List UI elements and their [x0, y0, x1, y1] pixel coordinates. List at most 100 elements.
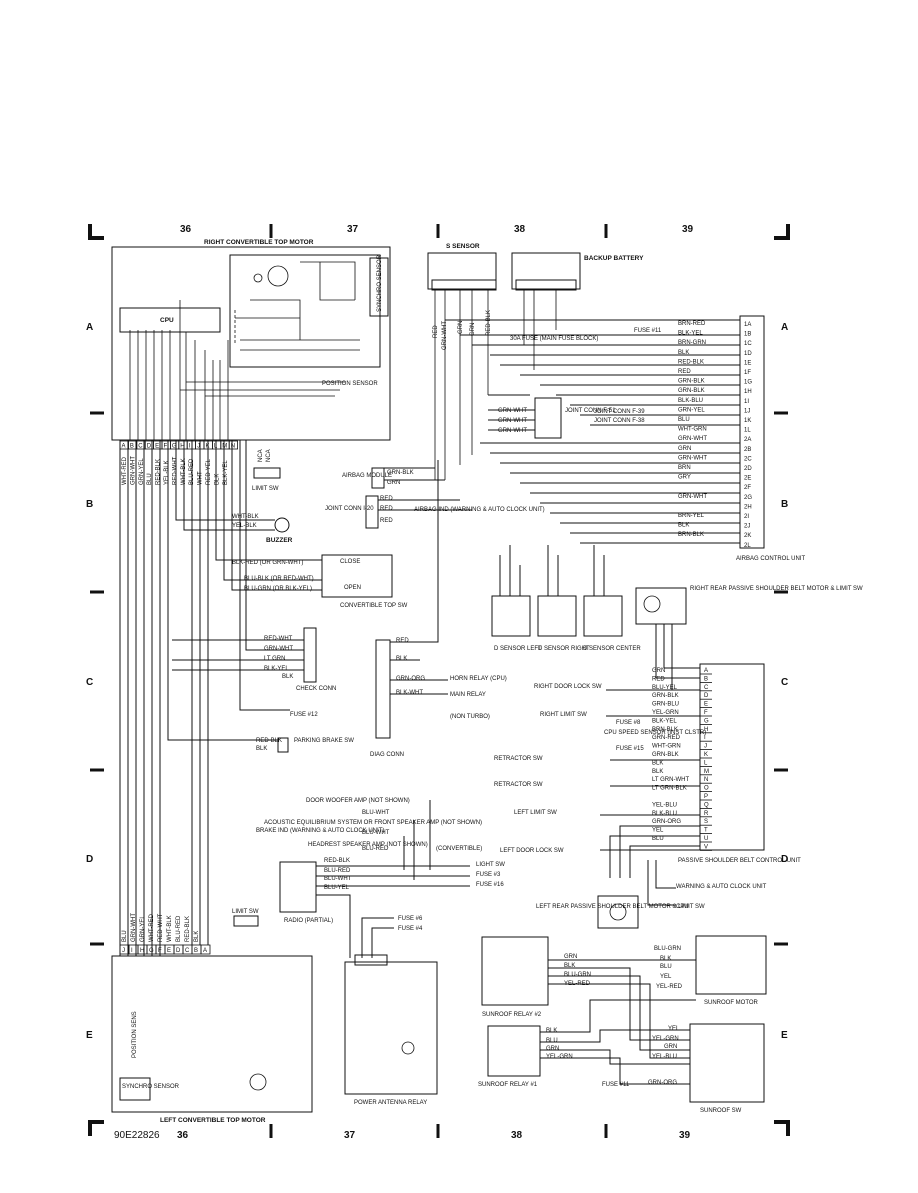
s-sensor: S SENSOR RED GRN-WHT GRN GRN RED-BLK	[427, 243, 497, 480]
passive-pin-label: S	[704, 819, 708, 825]
svg-text:YEL-BLU: YEL-BLU	[652, 1054, 677, 1060]
svg-text:FUSE #16: FUSE #16	[476, 882, 504, 888]
svg-text:HORN RELAY (CPU): HORN RELAY (CPU)	[450, 676, 507, 682]
svg-text:BLU-RED: BLU-RED	[362, 846, 389, 852]
grid-labels: 36 37 38 39 36 37 38 39 A B C D E A B C …	[86, 224, 788, 1141]
svg-text:GRN-WHT: GRN-WHT	[264, 646, 293, 652]
svg-text:GRN: GRN	[546, 1046, 559, 1052]
row-d-right: D	[781, 854, 788, 865]
svg-text:BLU: BLU	[660, 964, 672, 970]
bottom-pin-strip: JBLUIGRN-WHTHGRN-YELGWHT-REDFRED-WHTEWHT…	[119, 913, 211, 955]
svg-text:D SENSOR CENTER: D SENSOR CENTER	[583, 646, 641, 652]
top-pin-label: H	[180, 444, 184, 450]
airbag-wire-color: BLK	[678, 350, 689, 356]
svg-text:BLU-GRN (OR BLK-YEL): BLU-GRN (OR BLK-YEL)	[244, 586, 312, 592]
svg-text:PARKING BRAKE SW: PARKING BRAKE SW	[294, 738, 354, 744]
airbag-pin-label: 1C	[744, 341, 752, 347]
airbag-wire-color: BRN-YEL	[678, 513, 705, 519]
passive-wire-color: BLU-YEL	[652, 685, 678, 691]
airbag-wire-color: RED-BLK	[678, 359, 704, 365]
joint-conn-i20: JOINT CONN I-20 RED RED RED AIRBAG IND (…	[325, 495, 545, 529]
passive-pin-label: L	[704, 760, 708, 766]
airbag-pin-label: 2J	[744, 524, 750, 530]
airbag-pin-label: 2F	[744, 485, 751, 491]
svg-text:FUSE #6: FUSE #6	[398, 916, 423, 922]
passive-pin-label: B	[704, 676, 708, 682]
svg-text:GRN-WHT: GRN-WHT	[442, 321, 448, 350]
svg-text:BLU-WHT: BLU-WHT	[324, 876, 352, 882]
bottom-pin-cell	[200, 944, 211, 955]
top-wire-color: RED-BLK	[156, 459, 162, 485]
airbag-wire-color: GRN-WHT	[678, 494, 707, 500]
passive-pin-label: P	[704, 794, 708, 800]
buzzer: WHT-BLK YEL-BLK BUZZER	[232, 514, 293, 544]
bottom-pin-label: C	[185, 948, 190, 954]
airbag-wire-color: BRN-BLK	[678, 532, 704, 538]
airbag-pin-label: 1E	[744, 360, 751, 366]
airbag-pin-label: 2D	[744, 466, 752, 472]
svg-text:YEL: YEL	[668, 1026, 680, 1032]
svg-text:LEFT CONVERTIBLE TOP MOTOR: LEFT CONVERTIBLE TOP MOTOR	[160, 1117, 266, 1124]
passive-wire-color: WHT-GRN	[652, 744, 681, 750]
svg-text:LEFT LIMIT SW: LEFT LIMIT SW	[514, 810, 557, 816]
position-sensor-label: POSITION SENSOR	[322, 381, 378, 387]
svg-text:GRN-WHT: GRN-WHT	[498, 428, 527, 434]
top-wire-color: WHT	[198, 471, 204, 485]
svg-text:D SENSOR RIGHT: D SENSOR RIGHT	[538, 646, 590, 652]
top-pin-label: F	[164, 444, 168, 450]
check-connector: RED-WHT GRN-WHT LT GRN BLK-YEL BLK CHECK…	[264, 627, 336, 718]
svg-text:BLK: BLK	[546, 1028, 557, 1034]
svg-text:RIGHT LIMIT SW: RIGHT LIMIT SW	[540, 712, 587, 718]
bottom-wire-color: BLK	[194, 931, 200, 942]
passive-wire-color: GRN	[652, 668, 665, 674]
bottom-wire-color: BLU-RED	[176, 915, 182, 942]
svg-text:LEFT REAR PASSIVE SHOULDER BEL: LEFT REAR PASSIVE SHOULDER BELT MOTOR & …	[536, 904, 705, 910]
col-36-bottom: 36	[177, 1130, 189, 1141]
top-wire-color: RED-YEL	[206, 458, 212, 485]
svg-text:BLK: BLK	[564, 963, 575, 969]
top-pin-strip: AWHT-REDBGRN-WHTCGRN-YELDBLUERED-BLKFYEL…	[119, 440, 238, 485]
passive-pin-label: A	[704, 668, 708, 674]
svg-text:HEADREST SPEAKER AMP (NOT SHOW: HEADREST SPEAKER AMP (NOT SHOWN)	[308, 842, 428, 848]
airbag-wire-color: WHT-GRN	[678, 427, 707, 433]
right-rear-passive-belt: RIGHT REAR PASSIVE SHOULDER BELT MOTOR &…	[635, 586, 863, 625]
airbag-wire-color: GRY	[678, 475, 691, 481]
svg-text:BLU-BLK (OR RED-WHT): BLU-BLK (OR RED-WHT)	[244, 576, 314, 582]
svg-text:POSITION SENS: POSITION SENS	[132, 1011, 138, 1058]
left-rear-passive-belt: LEFT REAR PASSIVE SHOULDER BELT MOTOR & …	[536, 895, 705, 929]
svg-text:BLU-RED: BLU-RED	[324, 868, 351, 874]
airbag-pin-label: 1F	[744, 370, 751, 376]
airbag-pin-label: 1J	[744, 408, 750, 414]
passive-wire-color: GRN-RED	[652, 735, 681, 741]
svg-text:BLU-GRN: BLU-GRN	[564, 972, 591, 978]
airbag-wire-color: BLK	[678, 523, 689, 529]
svg-text:OPEN: OPEN	[344, 585, 361, 591]
airbag-pin-label: 2L	[744, 543, 751, 549]
row-e-right: E	[781, 1030, 788, 1041]
row-d-left: D	[86, 854, 93, 865]
svg-text:YEL: YEL	[660, 974, 672, 980]
passive-pin-label: C	[704, 685, 709, 691]
backup-battery: BACKUP BATTERY 30A FUSE (MAIN FUSE BLOCK…	[510, 252, 644, 370]
airbag-pin-label: 1A	[744, 322, 751, 328]
row-b-right: B	[781, 499, 788, 510]
svg-text:RED: RED	[380, 506, 393, 512]
row-a-right: A	[781, 322, 788, 333]
airbag-wire-color: GRN-BLK	[678, 388, 705, 394]
airbag-wire-color: BRN-RED	[678, 321, 706, 327]
airbag-pin-label: 2I	[744, 514, 749, 520]
bottom-wire-color: GRN-YEL	[140, 915, 146, 942]
svg-text:RETRACTOR SW: RETRACTOR SW	[494, 756, 543, 762]
svg-text:YEL-GRN: YEL-GRN	[546, 1054, 573, 1060]
radio: RADIO (PARTIAL)	[279, 861, 333, 924]
airbag-module: AIRBAG MODULE GRN-BLK GRN	[342, 467, 414, 489]
svg-text:MAIN RELAY: MAIN RELAY	[450, 692, 486, 698]
passive-wire-color: BLU	[652, 836, 664, 842]
svg-text:(NON TURBO): (NON TURBO)	[450, 714, 490, 720]
svg-text:JOINT CONN F-38: JOINT CONN F-38	[594, 418, 645, 424]
svg-text:RED-BLK: RED-BLK	[486, 310, 492, 336]
airbag-pin-label: 2H	[744, 504, 752, 510]
top-wire-color: GRN-YEL	[139, 458, 145, 485]
